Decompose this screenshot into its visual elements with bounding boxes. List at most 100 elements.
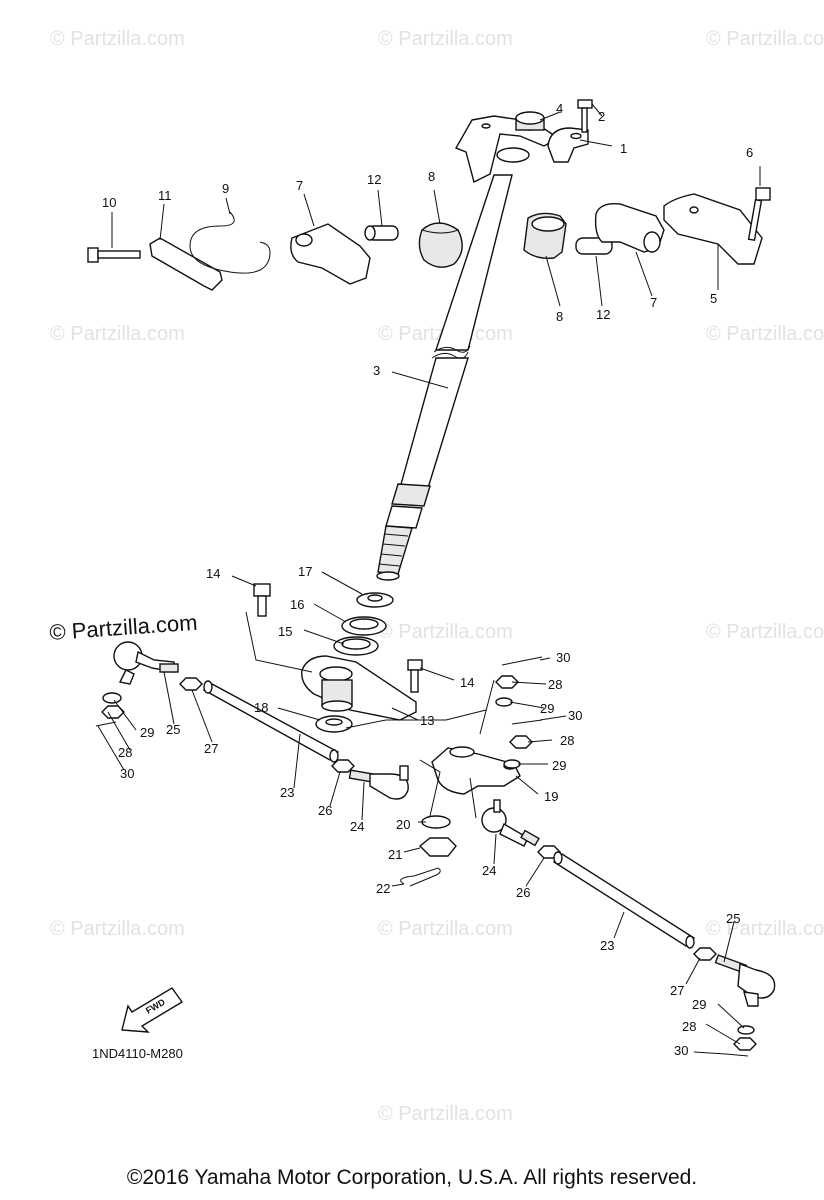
callout: 15 xyxy=(278,624,292,639)
callout: 20 xyxy=(396,817,410,832)
callout: 24 xyxy=(350,819,364,834)
callout: 29 xyxy=(540,701,554,716)
washer-29-right xyxy=(737,1025,755,1035)
washer-20 xyxy=(421,815,451,829)
tie-rod-23-right xyxy=(552,853,696,947)
steering-column xyxy=(376,115,560,581)
watermark: © Partzilla.com xyxy=(706,918,824,940)
watermarks: © Partzilla.com © Partzilla.com © Partzi… xyxy=(50,28,824,1125)
bolt-6 xyxy=(747,187,771,242)
callout: 7 xyxy=(296,178,303,193)
callout: 9 xyxy=(222,181,229,196)
callout: 23 xyxy=(280,785,294,800)
callout: 26 xyxy=(318,803,332,818)
callout: 16 xyxy=(290,597,304,612)
callout: 30 xyxy=(674,1043,688,1058)
callout: 8 xyxy=(556,309,563,324)
clamp-1 xyxy=(547,127,589,163)
watermark: © Partzilla.com xyxy=(378,621,513,643)
callout: 29 xyxy=(692,997,706,1012)
watermark: © Partzilla.com xyxy=(50,918,185,940)
callout: 6 xyxy=(746,145,753,160)
callout: 27 xyxy=(670,983,684,998)
callout: 14 xyxy=(460,675,474,690)
nut-28-right xyxy=(733,1037,757,1051)
callout: 25 xyxy=(726,911,740,926)
cotter-pin-30 xyxy=(501,656,543,666)
watermark: © Partzilla.com xyxy=(50,28,185,50)
washer-29-left xyxy=(102,692,122,704)
copyright-notice: ©2016 Yamaha Motor Corporation, U.S.A. A… xyxy=(126,1166,698,1189)
callout: 30 xyxy=(568,708,582,723)
washer-29-b xyxy=(503,759,521,769)
callout: 12 xyxy=(367,172,381,187)
bushing-8-left xyxy=(418,222,463,268)
callout: 17 xyxy=(298,564,312,579)
watermark: © Partzilla.com xyxy=(706,28,824,50)
cotter-pin-30-right xyxy=(725,1053,749,1057)
leader-lines xyxy=(97,103,761,1055)
callout: 29 xyxy=(140,725,154,740)
callout: 19 xyxy=(544,789,558,804)
nut-21 xyxy=(418,837,457,857)
callout: 28 xyxy=(118,745,132,760)
tie-rod-end-25-left xyxy=(113,641,179,685)
callout: 12 xyxy=(596,307,610,322)
callout: 24 xyxy=(482,863,496,878)
callout: 29 xyxy=(552,758,566,773)
holder-7-left xyxy=(290,223,371,285)
callout: 21 xyxy=(388,847,402,862)
tie-rod-end-25-right xyxy=(714,954,776,1007)
watermark-main: © Partzilla.com xyxy=(49,610,199,645)
callout: 28 xyxy=(560,733,574,748)
cotter-pin-22 xyxy=(400,867,441,887)
diagram-code: 1ND4110-M280 xyxy=(92,1046,183,1061)
bearing-housing-13 xyxy=(301,655,417,721)
callout: 1 xyxy=(620,141,627,156)
watermark: © Partzilla.com xyxy=(378,918,513,940)
callout: 28 xyxy=(548,677,562,692)
callout: 30 xyxy=(120,766,134,781)
callout: 18 xyxy=(254,700,268,715)
bolt-14-right xyxy=(407,659,423,693)
callouts: 1 2 3 4 5 6 7 7 8 8 9 10 11 12 12 13 14 … xyxy=(102,101,753,1058)
plate-11 xyxy=(149,237,223,291)
tie-rod-end-24-right xyxy=(481,799,540,847)
tie-rod-end-24-left xyxy=(348,765,409,800)
callout: 26 xyxy=(516,885,530,900)
bolt-10 xyxy=(87,247,141,263)
nut-28-left xyxy=(101,705,125,719)
nut-27-left xyxy=(179,677,203,691)
callout: 8 xyxy=(428,169,435,184)
pitman-arm-19 xyxy=(431,747,521,795)
clip-9 xyxy=(189,211,271,274)
bracket-5 xyxy=(663,193,763,265)
cap-4 xyxy=(515,111,545,131)
callout: 23 xyxy=(600,938,614,953)
bolt-14-top xyxy=(253,583,271,617)
callout: 3 xyxy=(373,363,380,378)
callout: 28 xyxy=(682,1019,696,1034)
callout: 2 xyxy=(598,109,605,124)
callout: 30 xyxy=(556,650,570,665)
washer-29-a xyxy=(495,697,513,707)
callout: 5 xyxy=(710,291,717,306)
nut-26-left xyxy=(331,759,355,773)
watermark: © Partzilla.com xyxy=(378,28,513,50)
nut-27-right xyxy=(693,947,717,961)
bolt-2 xyxy=(577,99,593,133)
fwd-arrow-icon: FWD xyxy=(121,987,184,1033)
callout: 7 xyxy=(650,295,657,310)
watermark: © Partzilla.com xyxy=(50,323,185,345)
watermark: © Partzilla.com xyxy=(706,621,824,643)
watermark: © Partzilla.com xyxy=(378,1103,513,1125)
cotter-pin-30-left xyxy=(95,721,117,727)
callout: 22 xyxy=(376,881,390,896)
callout: 13 xyxy=(420,713,434,728)
watermark: © Partzilla.com xyxy=(706,323,824,345)
callout: 4 xyxy=(556,101,563,116)
callout: 27 xyxy=(204,741,218,756)
callout: 11 xyxy=(158,188,172,203)
callout: 25 xyxy=(166,722,180,737)
